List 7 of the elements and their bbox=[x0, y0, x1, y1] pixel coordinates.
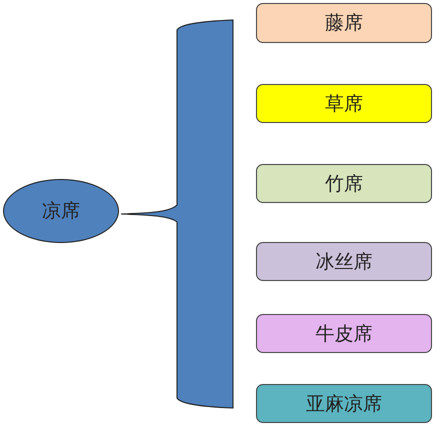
category-box: 亚麻凉席 bbox=[256, 384, 432, 423]
category-box: 冰丝席 bbox=[256, 242, 432, 281]
category-box: 竹席 bbox=[256, 164, 432, 203]
category-box: 草席 bbox=[256, 84, 432, 123]
category-box: 藤席 bbox=[256, 3, 432, 43]
topic-ellipse: 凉席 bbox=[3, 179, 119, 243]
category-box: 牛皮席 bbox=[256, 314, 432, 353]
